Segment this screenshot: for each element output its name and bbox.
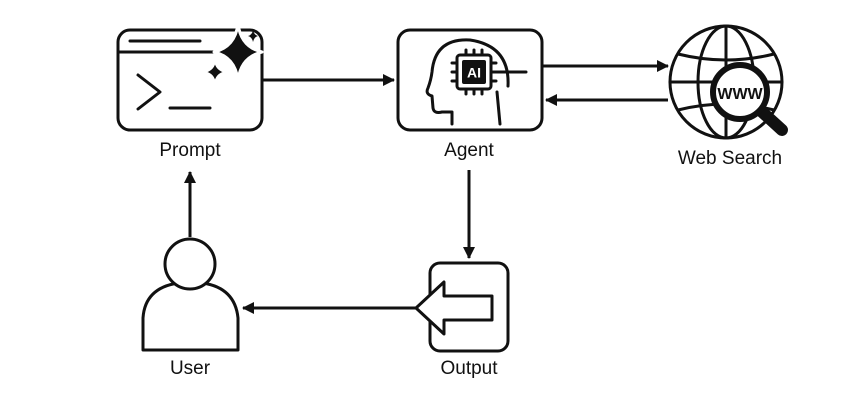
user-icon xyxy=(141,281,240,352)
sparkle-icon xyxy=(203,22,264,85)
web-search-node: WWW xyxy=(668,24,788,140)
magnifier-icon: WWW xyxy=(710,62,788,136)
prompt-label: Prompt xyxy=(159,140,221,161)
output-label: Output xyxy=(440,358,498,379)
ai-head-icon: AI xyxy=(425,38,528,126)
return-arrow-icon xyxy=(414,280,494,336)
web-search-label: Web Search xyxy=(677,148,783,169)
agent-label: Agent xyxy=(444,140,494,161)
user-label: User xyxy=(169,358,211,379)
agent-node: AI xyxy=(396,28,544,132)
output-node xyxy=(414,261,510,353)
user-node xyxy=(141,237,240,352)
www-badge-text: WWW xyxy=(717,86,763,103)
prompt-node xyxy=(116,22,264,132)
edges xyxy=(184,60,669,314)
ai-chip-text: AI xyxy=(467,65,481,81)
